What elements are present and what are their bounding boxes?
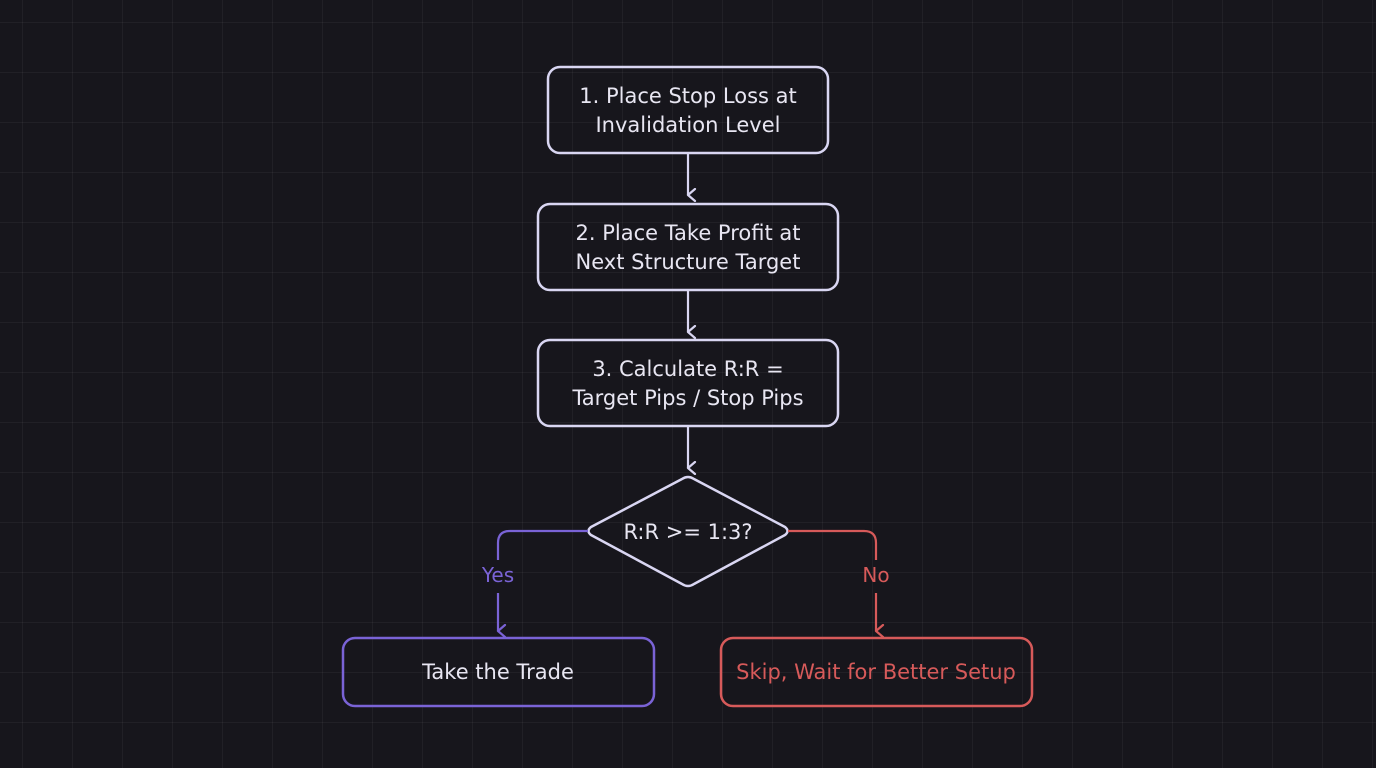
step-3-line-2: Target Pips / Stop Pips xyxy=(571,386,803,410)
step-2-line-1: 2. Place Take Profit at xyxy=(575,221,800,245)
no-label: No xyxy=(862,563,889,587)
step-3-node: 3. Calculate R:R = Target Pips / Stop Pi… xyxy=(536,338,840,428)
yes-outcome-node: Take the Trade xyxy=(341,636,656,708)
decision-text: R:R >= 1:3? xyxy=(623,520,752,544)
no-outcome-text: Skip, Wait for Better Setup xyxy=(736,660,1016,684)
step-1-line-2: Invalidation Level xyxy=(595,113,780,137)
step-3-line-1: 3. Calculate R:R = xyxy=(592,357,783,381)
step-1-line-1: 1. Place Stop Loss at xyxy=(579,84,796,108)
step-2-node: 2. Place Take Profit at Next Structure T… xyxy=(536,202,840,292)
step-2-line-2: Next Structure Target xyxy=(576,250,801,274)
yes-outcome-text: Take the Trade xyxy=(421,660,574,684)
no-connector-top xyxy=(788,529,878,560)
yes-label: Yes xyxy=(481,563,514,587)
decision-node: R:R >= 1:3? xyxy=(587,475,789,588)
step-1-node: 1. Place Stop Loss at Invalidation Level xyxy=(546,65,830,155)
yes-connector-top xyxy=(496,529,588,560)
no-outcome-node: Skip, Wait for Better Setup xyxy=(719,636,1034,708)
